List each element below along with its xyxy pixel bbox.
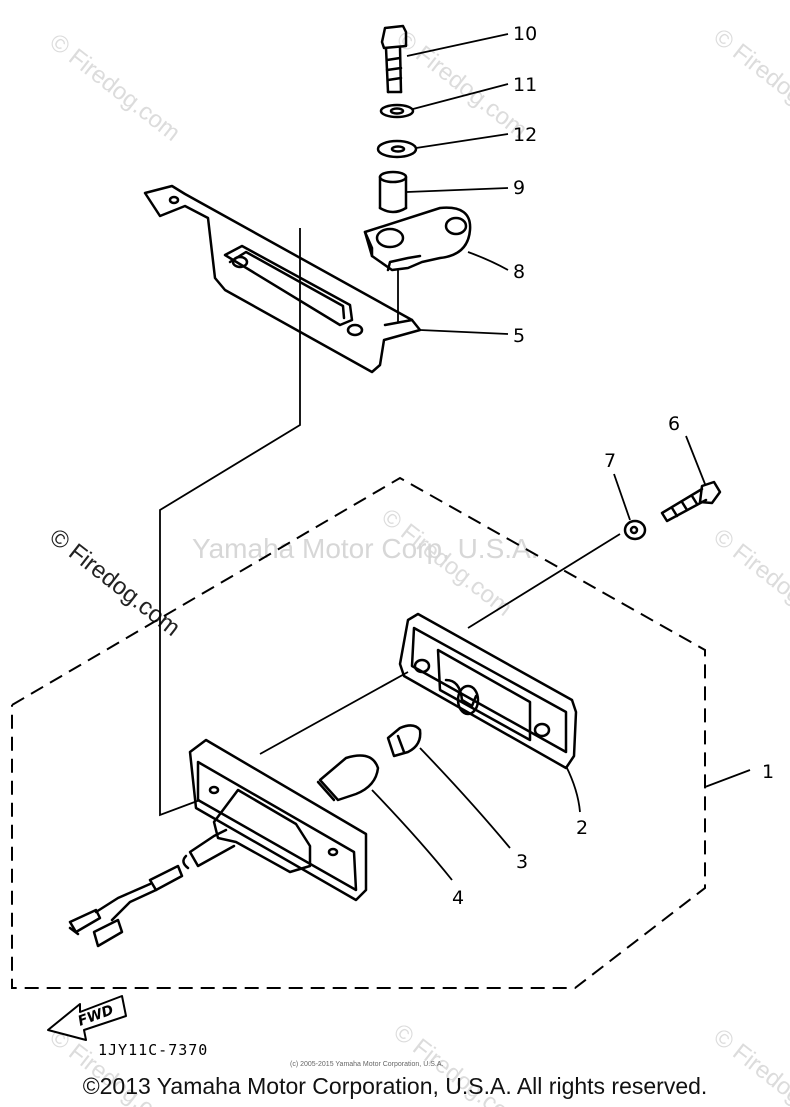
callout-4: 4 xyxy=(452,887,464,909)
bolt-10 xyxy=(380,24,408,94)
lens-2 xyxy=(398,612,578,770)
wire-leads xyxy=(68,864,184,948)
small-copyright: (c) 2005-2015 Yamaha Motor Corporation, … xyxy=(290,1061,443,1068)
collar-9 xyxy=(378,170,408,214)
watermark-layer: © Firedog.com © Firedog.com © Firedog.co… xyxy=(44,23,790,1107)
callout-10: 10 xyxy=(513,23,537,45)
washer-12 xyxy=(376,139,418,159)
watermark-yamaha-center: Yamaha Motor Corp, U.S.A. xyxy=(192,533,539,564)
watermark-firedog-top-left: © Firedog.com xyxy=(44,28,185,146)
lamp-housing xyxy=(182,738,368,902)
mounting-bracket-5 xyxy=(143,184,422,374)
mounting-leader xyxy=(159,228,301,817)
screw-6 xyxy=(660,480,722,523)
callout-labels: 10 11 12 9 8 5 6 7 1 2 3 4 xyxy=(452,23,774,909)
washer-7 xyxy=(623,519,647,541)
callout-9: 9 xyxy=(513,177,525,199)
callout-12: 12 xyxy=(513,124,537,146)
diagram-part-code: 1JY11C-7370 xyxy=(98,1041,208,1059)
callout-3: 3 xyxy=(516,851,528,873)
watermark-firedog-dark: © Firedog.com xyxy=(44,523,185,641)
callout-5: 5 xyxy=(513,325,525,347)
fwd-arrow: FWD xyxy=(47,995,127,1041)
callout-8: 8 xyxy=(513,261,525,283)
callout-11: 11 xyxy=(513,74,537,96)
copyright-footer: ©2013 Yamaha Motor Corporation, U.S.A. A… xyxy=(82,1073,708,1099)
socket-4 xyxy=(316,754,380,802)
bracket-arm-8 xyxy=(363,206,472,272)
assembly-boundary xyxy=(11,476,706,989)
callout-2: 2 xyxy=(576,817,588,839)
lock-washer-11 xyxy=(379,103,415,119)
bulb-3 xyxy=(386,724,422,758)
watermark-firedog-right: © Firedog.com xyxy=(708,523,790,641)
callout-1: 1 xyxy=(762,761,774,783)
callout-leaders xyxy=(259,33,751,881)
callout-7: 7 xyxy=(604,450,616,472)
callout-6: 6 xyxy=(668,413,680,435)
watermark-firedog-top-right: © Firedog.com xyxy=(708,23,790,141)
